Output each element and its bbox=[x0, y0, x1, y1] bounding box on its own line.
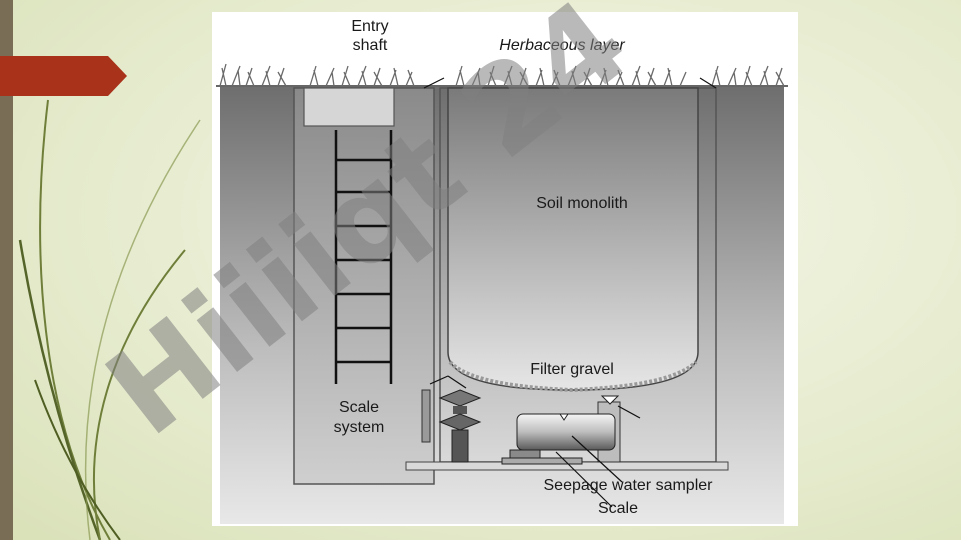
label-entry-shaft-line2: shaft bbox=[353, 37, 388, 54]
filter-gravel-layer bbox=[448, 360, 698, 393]
decorative-swooshes bbox=[18, 99, 201, 540]
soil-monolith-vessel bbox=[447, 87, 699, 391]
seepage-water-sampler-device bbox=[501, 413, 616, 465]
left-accent-bar bbox=[0, 0, 13, 540]
label-seepage-water-sampler: Seepage water sampler bbox=[544, 477, 714, 494]
title-accent-arrow bbox=[0, 56, 127, 96]
entry-shaft bbox=[293, 87, 435, 485]
leader-lines bbox=[423, 77, 717, 508]
lysimeter-diagram: Entry shaft Herbaceous layer Soil monoli… bbox=[212, 12, 798, 526]
label-scale-system-line1: Scale bbox=[339, 399, 379, 416]
support-wedge bbox=[600, 395, 620, 405]
label-entry-shaft-line1: Entry bbox=[351, 18, 388, 35]
label-filter-gravel: Filter gravel bbox=[530, 361, 614, 378]
label-scale-system-line2: system bbox=[334, 419, 385, 436]
label-herbaceous-layer: Herbaceous layer bbox=[499, 37, 625, 54]
label-soil-monolith: Soil monolith bbox=[536, 195, 628, 212]
ladder bbox=[334, 130, 393, 384]
shaft-cover bbox=[303, 87, 395, 127]
label-scale: Scale bbox=[598, 500, 638, 517]
scale-system-device bbox=[421, 389, 482, 463]
grass-layer bbox=[216, 63, 788, 87]
